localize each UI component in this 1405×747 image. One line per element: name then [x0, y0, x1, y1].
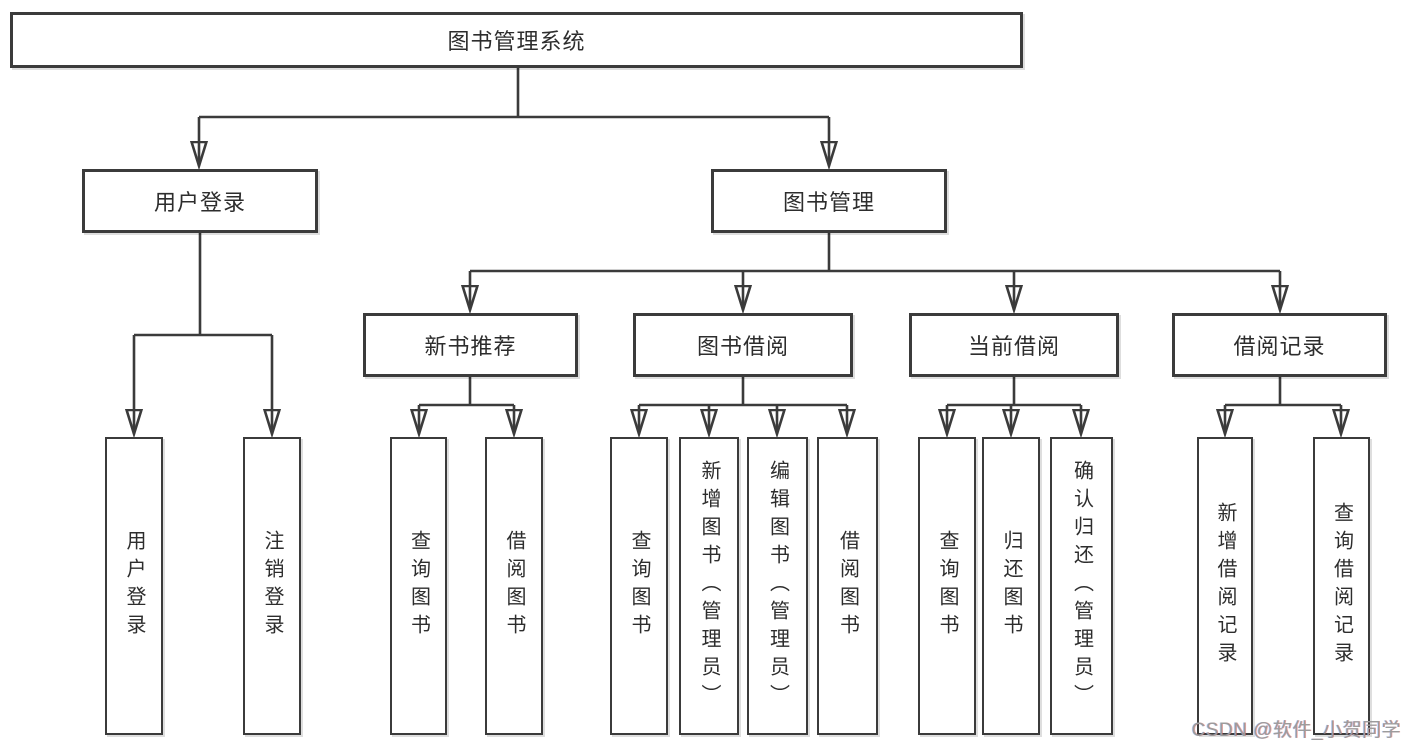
node-borrow-records-label: 借阅记录 — [1233, 334, 1326, 359]
node-book-management: 图书管理 — [711, 169, 947, 233]
node-user-login: 用户登录 — [82, 169, 318, 233]
leaf-borrow-books-recommend: 借阅图书 — [485, 437, 543, 735]
node-current-borrow-label: 当前借阅 — [967, 334, 1060, 359]
leaf-return-books-label: 归还图书 — [1000, 530, 1022, 642]
node-root-label: 图书管理系统 — [447, 29, 586, 54]
leaf-borrow-books-label: 借阅图书 — [836, 530, 859, 642]
node-current-borrow: 当前借阅 — [909, 313, 1119, 377]
leaf-query-books-recommend: 查询图书 — [390, 437, 447, 735]
leaf-query-books-current: 查询图书 — [918, 437, 976, 735]
leaf-borrow-books: 借阅图书 — [817, 437, 878, 735]
leaf-query-books-borrow-label: 查询图书 — [628, 530, 650, 642]
leaf-edit-books-admin: 编辑图书（管理员） — [747, 437, 808, 735]
leaf-query-borrow-record: 查询借阅记录 — [1313, 437, 1370, 735]
csdn-watermark: CSDN @软件_小贺同学 — [1191, 720, 1401, 741]
leaf-logout: 注销登录 — [243, 437, 301, 735]
leaf-logout-label: 注销登录 — [261, 530, 283, 642]
leaf-query-books-borrow: 查询图书 — [610, 437, 668, 735]
leaf-return-books: 归还图书 — [982, 437, 1040, 735]
leaf-edit-books-admin-label: 编辑图书（管理员） — [766, 460, 789, 712]
leaf-query-books-current-label: 查询图书 — [936, 530, 958, 642]
node-book-borrow: 图书借阅 — [633, 313, 853, 377]
leaf-confirm-return-admin: 确认归还（管理员） — [1050, 437, 1113, 735]
leaf-query-borrow-record-label: 查询借阅记录 — [1330, 502, 1353, 670]
node-new-book-recommend: 新书推荐 — [363, 313, 578, 377]
leaf-add-books-admin: 新增图书（管理员） — [679, 437, 739, 735]
leaf-borrow-books-recommend-label: 借阅图书 — [503, 530, 525, 642]
node-book-borrow-label: 图书借阅 — [696, 334, 789, 359]
node-user-login-label: 用户登录 — [153, 190, 246, 215]
leaf-add-borrow-record: 新增借阅记录 — [1197, 437, 1253, 735]
leaf-query-books-recommend-label: 查询图书 — [407, 530, 430, 642]
leaf-confirm-return-admin-label: 确认归还（管理员） — [1070, 460, 1093, 712]
leaf-add-borrow-record-label: 新增借阅记录 — [1214, 502, 1236, 670]
node-root-system: 图书管理系统 — [10, 12, 1023, 68]
node-borrow-records: 借阅记录 — [1172, 313, 1387, 377]
leaf-user-login-label: 用户登录 — [123, 530, 145, 642]
node-book-management-label: 图书管理 — [782, 190, 875, 215]
node-new-book-recommend-label: 新书推荐 — [424, 334, 517, 359]
leaf-user-login: 用户登录 — [105, 437, 163, 735]
leaf-add-books-admin-label: 新增图书（管理员） — [698, 460, 720, 712]
